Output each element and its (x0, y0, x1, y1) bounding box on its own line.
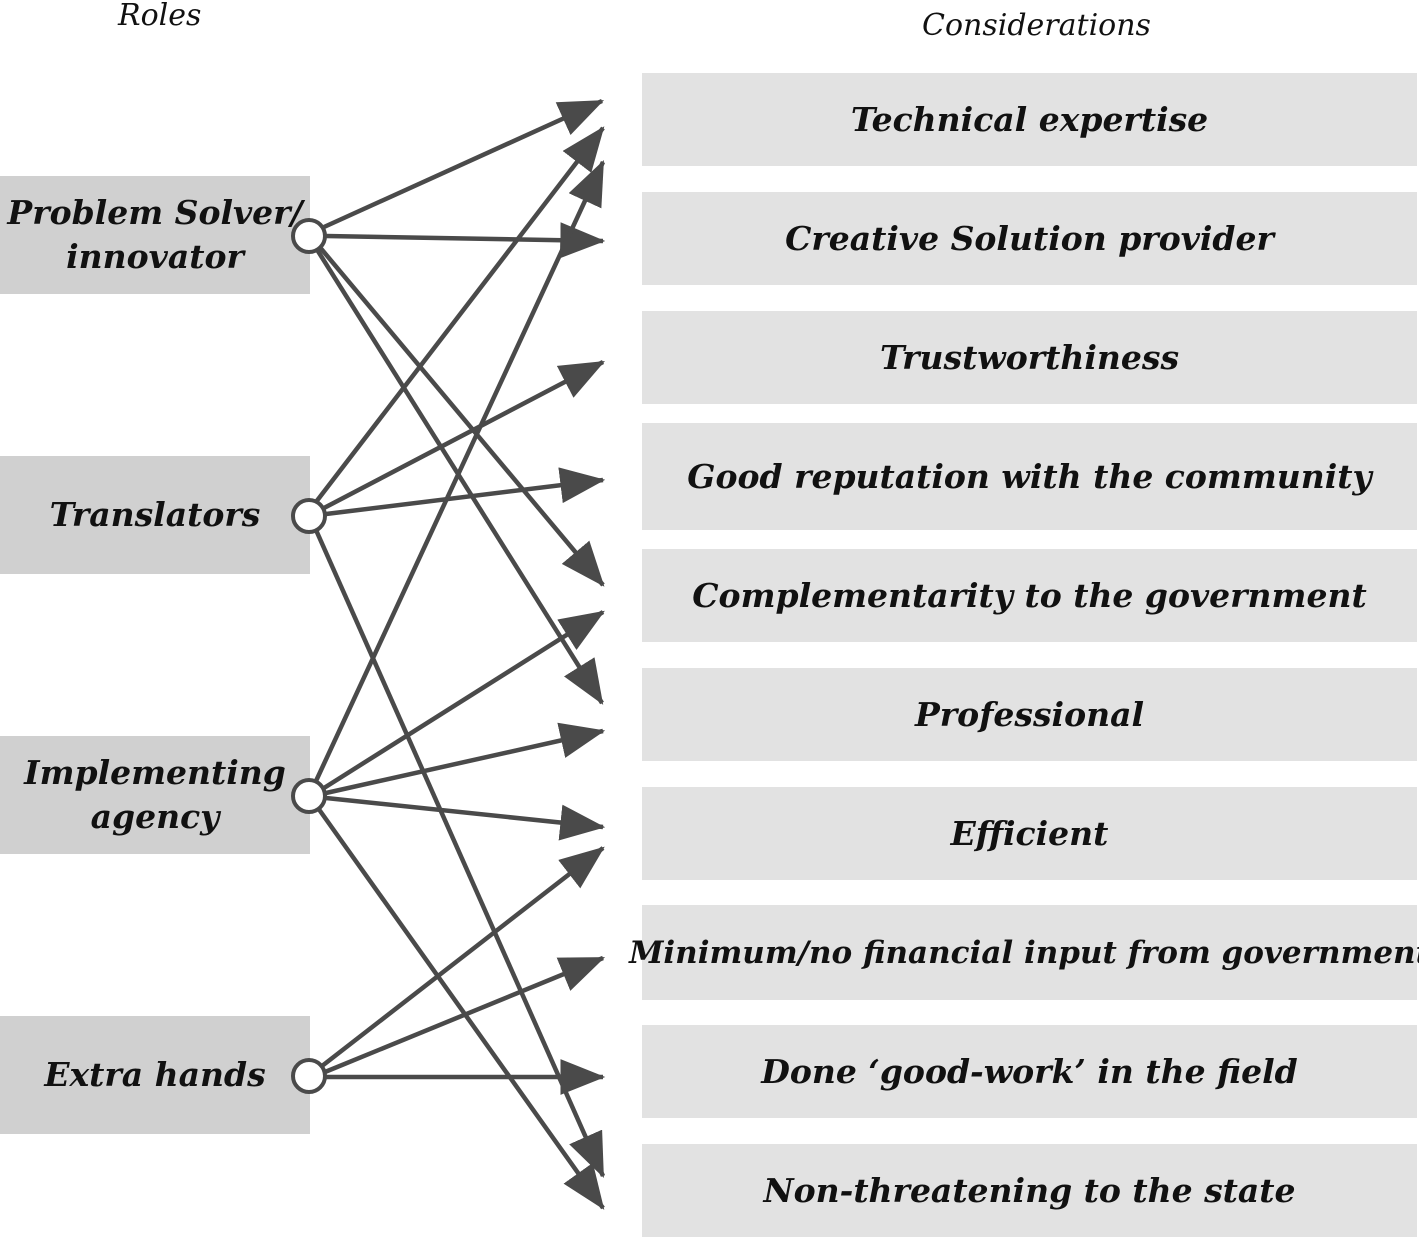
role-extra-hands-label: Extra hands (44, 1055, 266, 1094)
role-extra-hands-node (291, 1058, 327, 1094)
role-translators-node (291, 498, 327, 534)
arrow-implementing-agency-to-creative-solution (313, 159, 606, 782)
consideration-efficient: Efficient (642, 787, 1417, 880)
consideration-professional: Professional (642, 668, 1417, 761)
role-translators-box: Translators (0, 456, 310, 574)
arrow-extra-hands-to-efficient (320, 846, 605, 1068)
arrow-problem-solver-to-complementarity (316, 243, 605, 587)
arrow-translators-to-non-threatening (313, 529, 606, 1179)
role-implementing-agency-label: Implementing agency (24, 753, 286, 836)
role-problem-solver-box: Problem Solver/ innovator (0, 176, 310, 294)
arrow-extra-hands-to-minimum-financial-input (324, 955, 606, 1075)
arrow-translators-to-trustworthiness (322, 360, 605, 510)
consideration-label: Non-threatening to the state (763, 1171, 1296, 1210)
arrow-implementing-agency-to-efficient (325, 795, 606, 841)
consideration-label: Efficient (950, 814, 1109, 853)
role-implementing-agency-box: Implementing agency (0, 736, 310, 854)
consideration-good-work: Done ‘good-work’ in the field (642, 1025, 1417, 1118)
consideration-label: Technical expertise (850, 100, 1209, 139)
consideration-label: Complementarity to the government (692, 576, 1367, 615)
arrow-problem-solver-to-technical-expertise (323, 98, 605, 230)
consideration-label: Creative Solution provider (785, 219, 1274, 258)
roles-heading: Roles (118, 0, 202, 33)
role-problem-solver-label: Problem Solver/ innovator (7, 193, 303, 276)
consideration-complementarity: Complementarity to the government (642, 549, 1417, 642)
arrow-implementing-agency-to-professional (325, 722, 606, 796)
consideration-label: Done ‘good-work’ in the field (761, 1052, 1298, 1091)
consideration-minimum-financial-input: Minimum/no financial input from governme… (629, 905, 1419, 1000)
arrow-implementing-agency-to-non-threatening (316, 806, 605, 1210)
role-problem-solver-node (291, 218, 327, 254)
role-translators-label: Translators (49, 495, 261, 534)
consideration-creative-solution-provider: Creative Solution provider (642, 192, 1417, 285)
consideration-label: Good reputation with the community (687, 457, 1372, 496)
consideration-label: Minimum/no financial input from governme… (629, 934, 1419, 971)
arrow-translators-to-good-reputation (325, 467, 606, 517)
consideration-trustworthiness: Trustworthiness (642, 311, 1417, 404)
consideration-non-threatening: Non-threatening to the state (642, 1144, 1417, 1237)
arrow-translators-to-technical-expertise (314, 126, 605, 504)
consideration-label: Trustworthiness (879, 338, 1180, 377)
role-implementing-agency-node (291, 778, 327, 814)
consideration-label: Professional (914, 695, 1145, 734)
arrow-implementing-agency-to-complementarity (322, 610, 605, 790)
consideration-good-reputation: Good reputation with the community (642, 423, 1417, 530)
consideration-technical-expertise: Technical expertise (642, 73, 1417, 166)
arrow-problem-solver-to-creative-solution (325, 222, 606, 259)
considerations-heading: Considerations (922, 8, 1151, 43)
role-extra-hands-box: Extra hands (0, 1016, 310, 1134)
